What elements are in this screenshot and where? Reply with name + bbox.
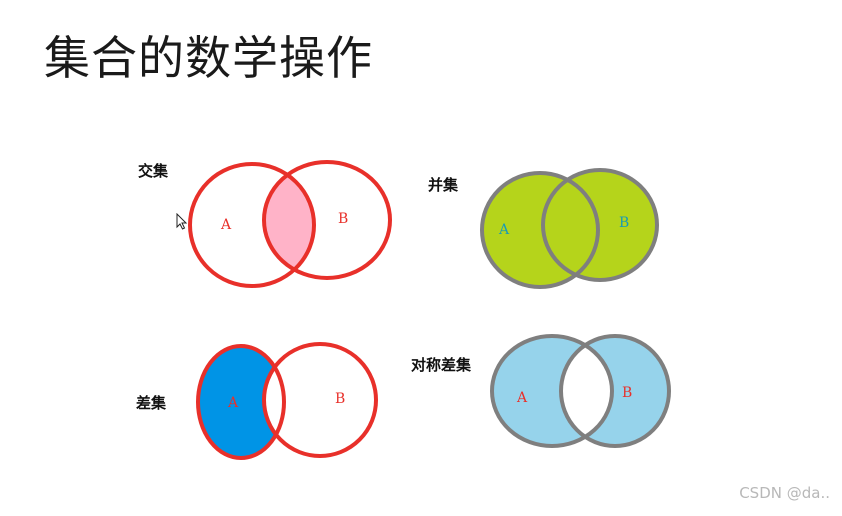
page-title: 集合的数学操作 xyxy=(44,31,373,85)
intersection-set-b: B xyxy=(338,211,348,227)
difference-fill-a xyxy=(198,346,284,458)
intersection-venn: A B xyxy=(188,160,392,288)
mouse-pointer-icon xyxy=(176,213,188,230)
watermark: CSDN @da.. xyxy=(739,484,830,502)
union-circle-a xyxy=(480,171,600,289)
union-fill-b xyxy=(543,170,657,280)
symdiff-set-b: B xyxy=(622,385,632,401)
difference-label: 差集 xyxy=(136,394,167,412)
symmetric-difference-venn: A B xyxy=(490,334,671,448)
intersection-set-a: A xyxy=(220,217,232,233)
symmetric-difference-label: 对称差集 xyxy=(411,356,472,374)
difference-set-b: B xyxy=(335,391,345,407)
symdiff-overlap-hole xyxy=(561,336,612,446)
union-venn: A B xyxy=(480,168,659,289)
difference-hole xyxy=(264,344,376,456)
union-label: 并集 xyxy=(428,176,459,194)
difference-circle-a xyxy=(196,344,286,460)
difference-set-a: A xyxy=(227,395,239,411)
symdiff-circle-a xyxy=(490,334,614,448)
intersection-overlap xyxy=(264,164,314,278)
union-circle-b xyxy=(541,168,659,282)
union-set-a: A xyxy=(498,222,510,238)
symdiff-set-a: A xyxy=(516,390,528,406)
intersection-circle-b xyxy=(262,160,392,280)
intersection-circle-a xyxy=(188,162,316,288)
intersection-label: 交集 xyxy=(138,162,169,180)
union-set-b: B xyxy=(619,215,629,231)
difference-circle-b xyxy=(262,342,378,458)
symdiff-circle-b xyxy=(559,334,671,448)
difference-venn: A B xyxy=(196,342,378,460)
